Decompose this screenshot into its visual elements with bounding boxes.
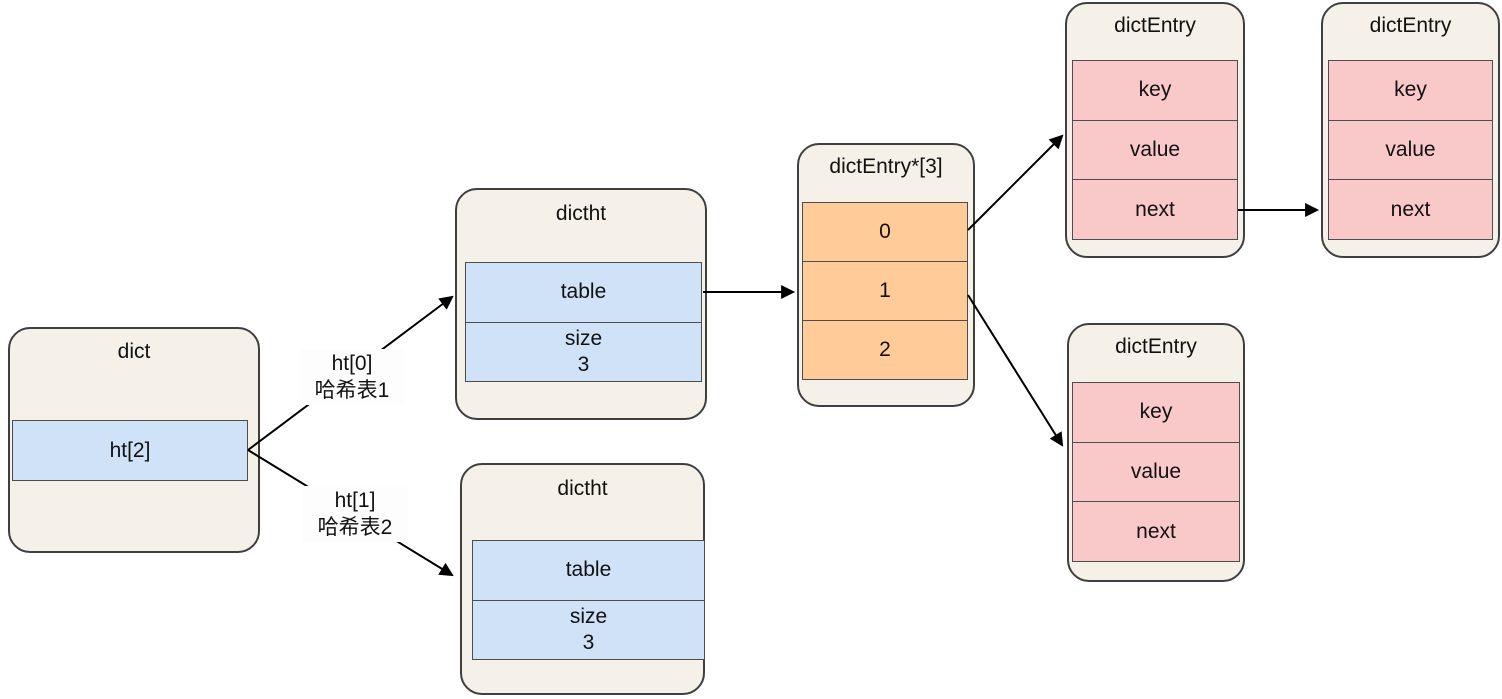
- entry-top-1-field-next: next: [1135, 197, 1175, 221]
- node-dictht-top: dictht table size 3: [455, 188, 707, 420]
- dictht-bottom-field-size: size 3: [473, 601, 704, 660]
- dictht-bottom-fields: table size 3: [472, 540, 705, 660]
- entry-top-1-fields: key value next: [1072, 60, 1238, 240]
- dictht-bottom-field-table: table: [473, 541, 704, 601]
- node-entry-top-1-title: dictEntry: [1114, 14, 1196, 37]
- dictht-top-field-table: table: [466, 263, 701, 323]
- node-entry-top-2-title: dictEntry: [1369, 14, 1452, 37]
- dictht-bottom-size-value: 3: [582, 630, 595, 654]
- bucket-array-slots: 0 1 2: [802, 202, 968, 380]
- entry-top-1-field-value: value: [1073, 121, 1237, 181]
- dictht-bottom-table-label: table: [565, 558, 612, 582]
- edge-label-ht1-line2: 哈希表2: [317, 516, 393, 539]
- entry-bottom-field-key: key: [1073, 383, 1239, 443]
- node-bucket-array-title: dictEntry*[3]: [829, 155, 943, 178]
- dictht-top-fields: table size 3: [465, 262, 702, 382]
- edge-label-ht0: ht[0] 哈希表1: [299, 349, 405, 405]
- node-entry-top-2: dictEntry key value next: [1321, 2, 1500, 258]
- dictht-bottom-size-label: size: [569, 604, 608, 628]
- entry-bottom-field-next: next: [1136, 519, 1176, 543]
- dict-field-ht2: ht[2]: [12, 420, 248, 481]
- entry-top-2-field-value: value: [1329, 121, 1492, 181]
- node-entry-bottom-title: dictEntry: [1115, 335, 1197, 358]
- edge-label-ht0-line1: ht[0]: [331, 352, 373, 375]
- node-dict-title: dict: [117, 340, 151, 363]
- node-bucket-array: dictEntry*[3] 0 1 2: [797, 143, 975, 407]
- entry-top-1-field-key: key: [1073, 61, 1237, 121]
- entry-bottom-field-value: value: [1073, 443, 1239, 503]
- entry-top-2-fields: key value next: [1328, 60, 1493, 240]
- edge-label-ht1-line1: ht[1]: [334, 489, 376, 512]
- edge-label-ht0-line2: 哈希表1: [314, 379, 390, 402]
- entry-bottom-fields: key value next: [1072, 382, 1240, 562]
- node-dict: dict ht[2]: [8, 327, 260, 553]
- node-dictht-bottom: dictht table size 3: [460, 463, 705, 695]
- edge-slot1-to-entry-bottom: [967, 294, 1064, 447]
- entry-top-2-field-key: key: [1329, 61, 1492, 121]
- node-dictht-bottom-title: dictht: [557, 477, 608, 500]
- bucket-slot-0: 0: [803, 203, 967, 262]
- dictht-top-size-label: size: [564, 326, 603, 350]
- node-entry-bottom: dictEntry key value next: [1067, 323, 1245, 582]
- dictht-top-size-value: 3: [577, 352, 590, 376]
- edge-slot0-to-entry-top-1: [967, 134, 1064, 231]
- dictht-top-field-size: size 3: [466, 323, 701, 382]
- bucket-slot-1: 1: [803, 262, 967, 321]
- bucket-slot-2: 2: [879, 338, 891, 361]
- dictht-top-table-label: table: [560, 280, 607, 304]
- node-entry-top-1: dictEntry key value next: [1065, 2, 1245, 258]
- edge-label-ht1: ht[1] 哈希表2: [302, 486, 408, 542]
- node-dictht-top-title: dictht: [555, 202, 607, 225]
- entry-top-2-field-next: next: [1390, 197, 1431, 221]
